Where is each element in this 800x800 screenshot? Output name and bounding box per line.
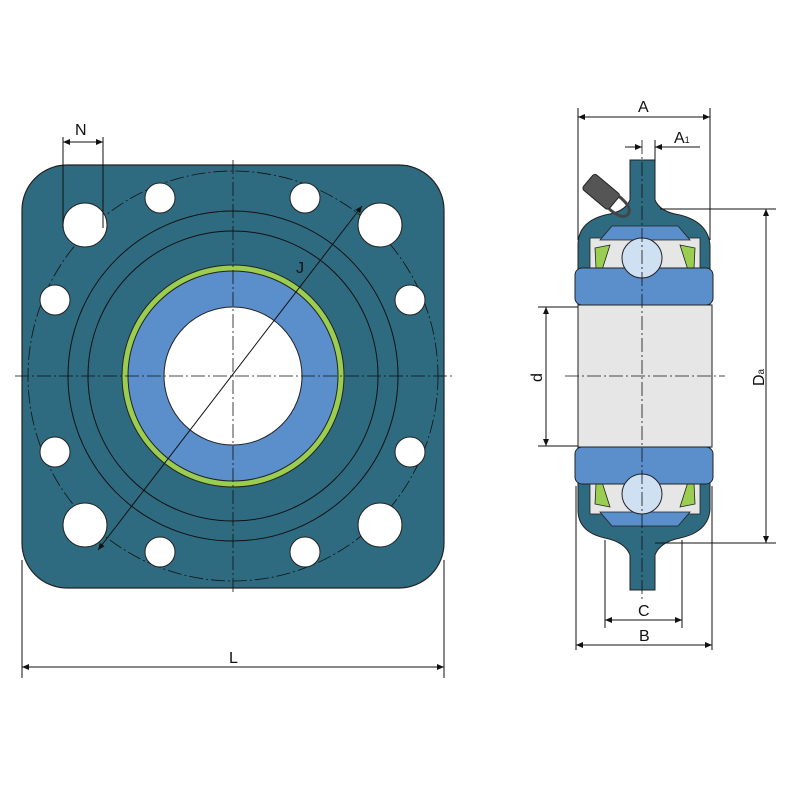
label-C: C	[638, 603, 650, 620]
label-d: d	[529, 373, 546, 382]
outer-ring-bottom	[599, 511, 691, 527]
dimension-J	[97, 205, 363, 551]
front-view: J N L	[15, 122, 452, 678]
label-J: J	[296, 260, 304, 277]
label-A: A	[638, 99, 649, 116]
label-A1: A1	[674, 130, 690, 147]
label-Da: Da	[751, 368, 768, 386]
label-L: L	[229, 650, 238, 667]
side-section-view: A A1 Da d C B	[529, 99, 776, 650]
grease-nipple-icon	[582, 173, 631, 218]
label-N: N	[75, 122, 87, 139]
label-B: B	[639, 628, 650, 645]
outer-ring-top	[599, 225, 691, 241]
